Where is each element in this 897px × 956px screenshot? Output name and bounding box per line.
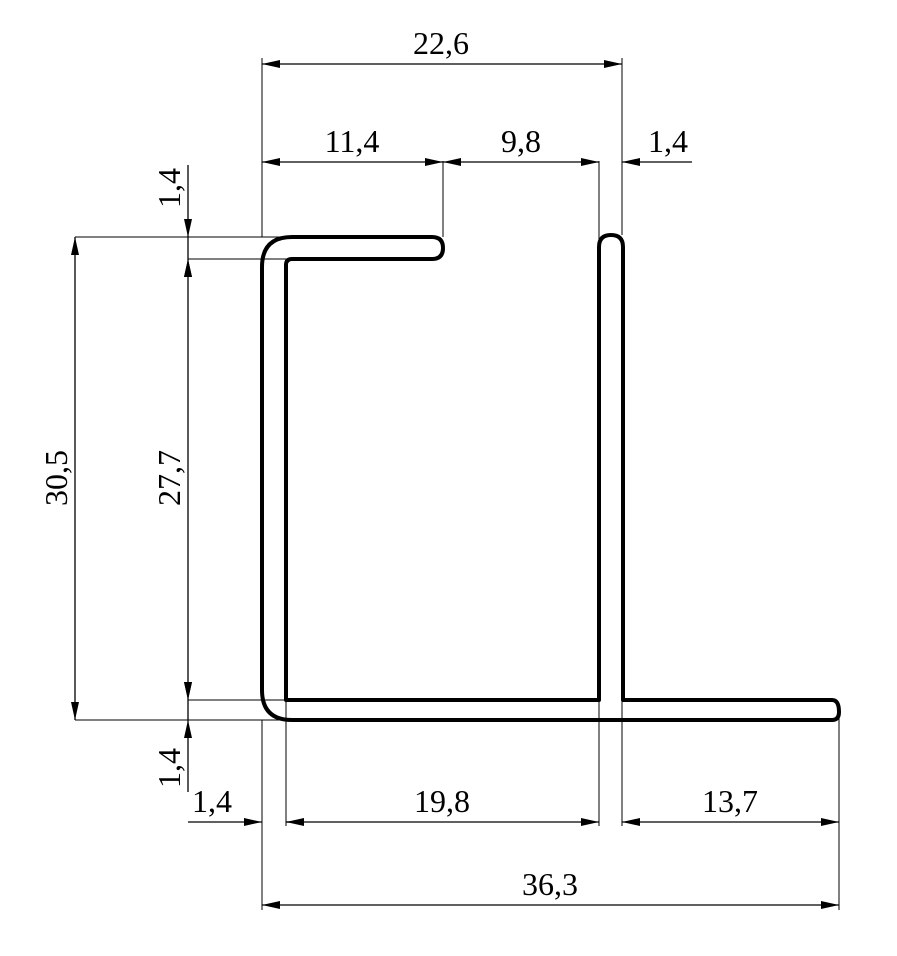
label-top-flange-thickness: 1,4 (151, 168, 187, 208)
label-inner-bottom-width: 19,8 (414, 783, 470, 819)
dimension-right-wall-thickness-top: 1,4 (622, 123, 692, 166)
dimension-top-flange-thickness: 1,4 (151, 165, 192, 277)
dimension-inner-bottom-width: 19,8 (286, 783, 599, 826)
label-right-tail-length: 13,7 (702, 783, 758, 819)
label-overall-height: 30,5 (38, 450, 74, 506)
label-opening-width: 9,8 (501, 123, 541, 159)
dimension-overall-top-width: 22,6 (262, 25, 622, 68)
dimension-right-tail-length: 13,7 (622, 783, 839, 826)
label-inner-height: 27,7 (151, 450, 187, 506)
profile-outline (260, 233, 841, 722)
label-top-flange-length: 11,4 (325, 123, 380, 159)
extension-lines (75, 58, 840, 910)
dimension-opening-width: 9,8 (443, 123, 599, 166)
dimension-inner-height: 27,7 (151, 259, 192, 700)
label-right-wall-thickness-top: 1,4 (648, 123, 688, 159)
label-bottom-thickness: 1,4 (151, 748, 187, 788)
dimension-left-wall-thickness: 1,4 (188, 783, 304, 826)
dimension-overall-height: 30,5 (38, 237, 79, 720)
dimension-top-flange-length: 11,4 (262, 123, 443, 166)
label-overall-top-width: 22,6 (413, 25, 469, 61)
label-left-wall-thickness: 1,4 (192, 783, 232, 819)
dimension-bottom-thickness: 1,4 (151, 682, 192, 792)
label-overall-bottom-width: 36,3 (522, 866, 578, 902)
dimension-overall-bottom-width: 36,3 (262, 866, 839, 909)
